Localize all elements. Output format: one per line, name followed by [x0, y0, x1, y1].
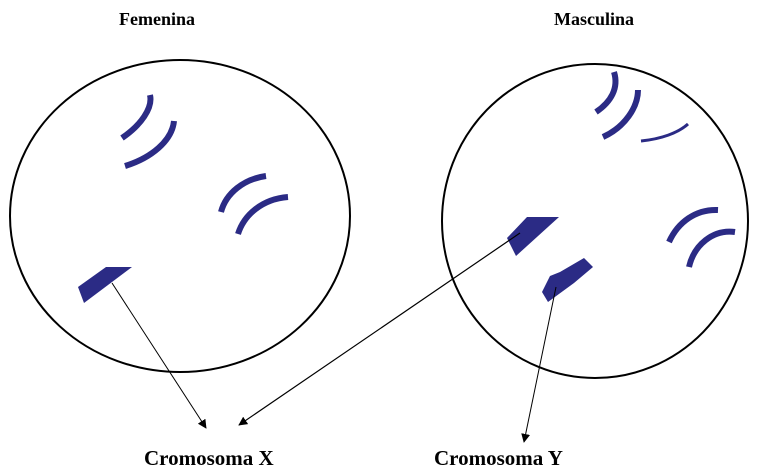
female-cell-membrane: [10, 60, 350, 372]
female-x-arrow: [112, 283, 206, 428]
chromosome-x-label: Cromosoma X: [144, 448, 274, 469]
female-chromosome-pair-2: [221, 176, 288, 234]
male-y-chromosome: [542, 258, 593, 302]
female-x-chromosome: [78, 267, 132, 303]
female-title: Femenina: [119, 10, 195, 28]
female-cell: [10, 60, 350, 372]
male-title: Masculina: [554, 10, 634, 28]
chromosome: [596, 72, 615, 112]
chromosome: [689, 232, 735, 267]
male-x-arrow: [239, 233, 520, 425]
male-chromosome-pair-1: [596, 72, 688, 141]
chromosome: [641, 124, 688, 141]
female-chromosome-pair-1: [122, 95, 174, 166]
chromosome: [238, 197, 288, 234]
chromosome: [122, 95, 150, 138]
male-cell-membrane: [442, 64, 748, 378]
male-cell: [442, 64, 748, 378]
male-chromosome-pair-2: [669, 210, 735, 267]
chromosome-y-label: Cromosoma Y: [434, 448, 563, 469]
male-y-arrow: [524, 287, 556, 442]
